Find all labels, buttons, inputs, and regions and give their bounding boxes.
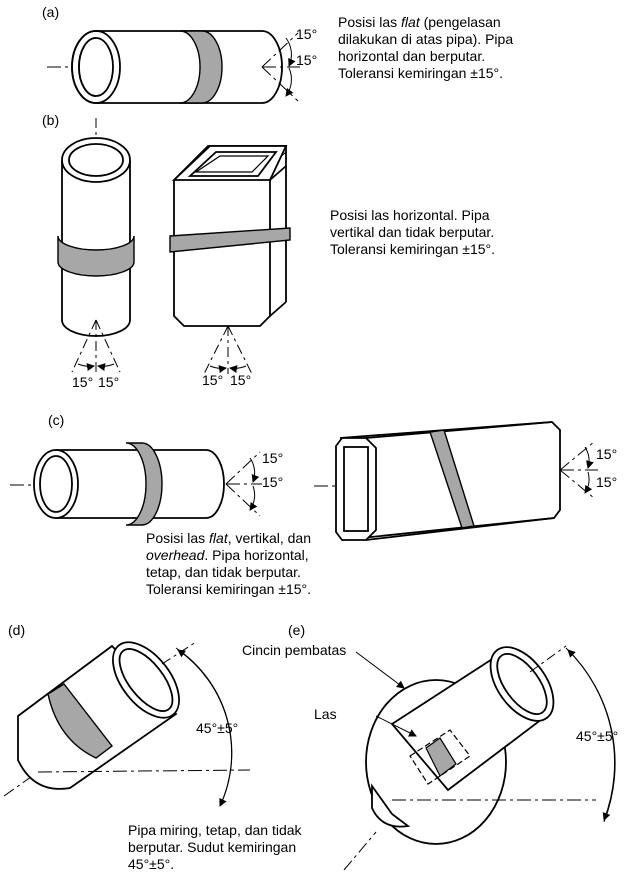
angle-c-right-bottom: 15° bbox=[596, 474, 618, 490]
panel-b-description: Posisi las horizontal. Pipa vertikal dan… bbox=[330, 207, 496, 257]
weld-label: Las bbox=[314, 706, 337, 722]
ring-label: Cincin pembatas bbox=[242, 642, 347, 658]
angle-c-right-top: 15° bbox=[596, 446, 618, 462]
angle-b-right-2: 15° bbox=[230, 372, 252, 388]
angle-c-left-bottom: 15° bbox=[262, 474, 284, 490]
panel-b-label: (b) bbox=[42, 112, 60, 128]
panel-d-description: Pipa miring, tetap, dan tidak berputar. … bbox=[128, 822, 302, 872]
pipe-c-square bbox=[314, 421, 598, 541]
panel-c-description: Posisi las flat, vertikal, dan overhead.… bbox=[146, 530, 312, 597]
pipe-c-round bbox=[10, 442, 262, 526]
pipe-a bbox=[47, 30, 300, 104]
angle-a-bottom: 15° bbox=[296, 52, 318, 68]
panel-a-description: Posisi las flat (pengelasan dilakukan di… bbox=[338, 14, 514, 81]
angle-b-right-1: 15° bbox=[202, 372, 224, 388]
panel-a-label: (a) bbox=[42, 4, 60, 20]
angle-d: 45°±5° bbox=[196, 720, 239, 736]
panel-e-label: (e) bbox=[288, 622, 306, 638]
angle-a-top: 15° bbox=[296, 26, 318, 42]
pipe-e bbox=[343, 645, 616, 871]
pipe-d bbox=[3, 641, 251, 807]
angle-e: 45°±5° bbox=[576, 728, 619, 744]
panel-c-label: (c) bbox=[48, 412, 65, 428]
pipe-b-square bbox=[169, 145, 291, 375]
angle-b-left-1: 15° bbox=[72, 374, 94, 390]
angle-c-left-top: 15° bbox=[262, 450, 284, 466]
angle-b-left-2: 15° bbox=[98, 374, 120, 390]
panel-d-label: (d) bbox=[8, 622, 26, 638]
pipe-b-round bbox=[57, 118, 135, 373]
